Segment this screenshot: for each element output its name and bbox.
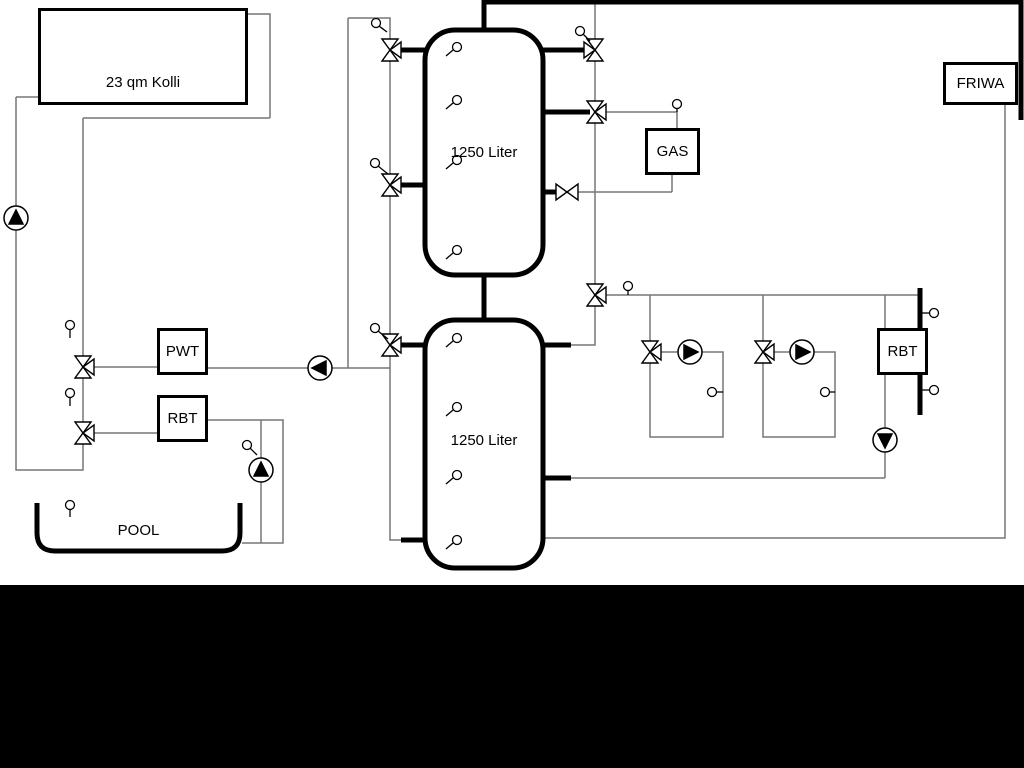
friwa-station-label: FRIWA — [956, 75, 1005, 92]
temperature-sensor-icon — [574, 25, 591, 42]
valve-gas-return-icon — [555, 182, 579, 202]
rbt-left-box: RBT — [157, 395, 208, 442]
temperature-sensor-icon — [64, 319, 76, 338]
buffer-tank-top-label: 1250 Liter — [450, 144, 518, 161]
temperature-sensor-icon — [369, 157, 389, 175]
pipes-thin — [15, 2, 1006, 544]
rbt-right-label: RBT — [887, 343, 918, 360]
temperature-sensor-icon — [445, 401, 463, 417]
valve-tank-top-upper-right-icon — [583, 38, 605, 62]
valve-distribution-icon — [585, 283, 607, 307]
rbt-right-box: RBT — [877, 328, 928, 375]
valves — [73, 38, 775, 445]
temperature-sensor-icon — [445, 94, 463, 110]
temperature-sensor-icon — [64, 387, 76, 406]
temperature-sensor-icon — [445, 154, 463, 170]
valve-heating-circuit-1-icon — [640, 340, 662, 364]
temperature-sensors — [42, 14, 940, 550]
pump-heating-circuit-1-icon — [677, 339, 703, 365]
temperature-sensor-icon — [622, 280, 634, 295]
temperature-sensor-icon — [445, 41, 463, 57]
temperature-sensor-icon — [445, 534, 463, 550]
temperature-sensor-icon — [445, 332, 463, 348]
solar-collector-box: 23 qm Kolli — [38, 8, 248, 105]
valve-tank-bottom-upper-left-icon — [380, 333, 402, 357]
temperature-sensor-icon — [706, 386, 723, 398]
temperature-sensor-icon — [370, 17, 388, 33]
pump-rbt-icon — [872, 427, 898, 453]
rbt-left-label: RBT — [167, 410, 198, 427]
bottom-black-bar — [0, 585, 1024, 768]
temperature-sensor-icon — [921, 384, 940, 396]
pool-label: POOL — [117, 522, 160, 539]
pool-basin-outline — [34, 503, 243, 554]
temperature-sensor-icon — [921, 307, 940, 319]
temperature-sensor-icon — [671, 98, 683, 112]
pwt-heat-exchanger-label: PWT — [165, 343, 200, 360]
valve-solar-pwt-icon — [73, 355, 95, 379]
temperature-sensor-icon — [369, 322, 389, 340]
pump-collector-icon — [3, 205, 29, 231]
buffer-tank-top — [422, 27, 546, 278]
pump-heating-circuit-2-icon — [789, 339, 815, 365]
friwa-station-box: FRIWA — [943, 62, 1018, 105]
gas-boiler-box: GAS — [645, 128, 700, 175]
valve-heating-circuit-2-icon — [753, 340, 775, 364]
solar-collector-label: 23 qm Kolli — [105, 74, 181, 91]
hydraulic-scheme-canvas — [3, 0, 1024, 571]
valve-tank-top-upper-left-icon — [380, 38, 402, 62]
valve-tank-top-lower-left-icon — [380, 173, 402, 197]
pump-pwt-icon — [307, 355, 333, 381]
temperature-sensor-icon — [445, 469, 463, 485]
gas-boiler-label: GAS — [656, 143, 689, 160]
pump-pool-icon — [248, 457, 274, 483]
temperature-sensor-icon — [445, 244, 463, 260]
buffer-tank-bottom-label: 1250 Liter — [450, 432, 518, 449]
valve-gas-supply-icon — [585, 100, 607, 124]
temperature-sensor-icon — [241, 439, 258, 456]
buffer-tank-bottom — [422, 317, 546, 571]
pumps — [3, 205, 898, 483]
temperature-sensor-icon — [64, 499, 76, 517]
pwt-heat-exchanger-box: PWT — [157, 328, 208, 375]
temperature-sensor-icon — [819, 386, 835, 398]
valve-pool-rbt-icon — [73, 421, 95, 445]
